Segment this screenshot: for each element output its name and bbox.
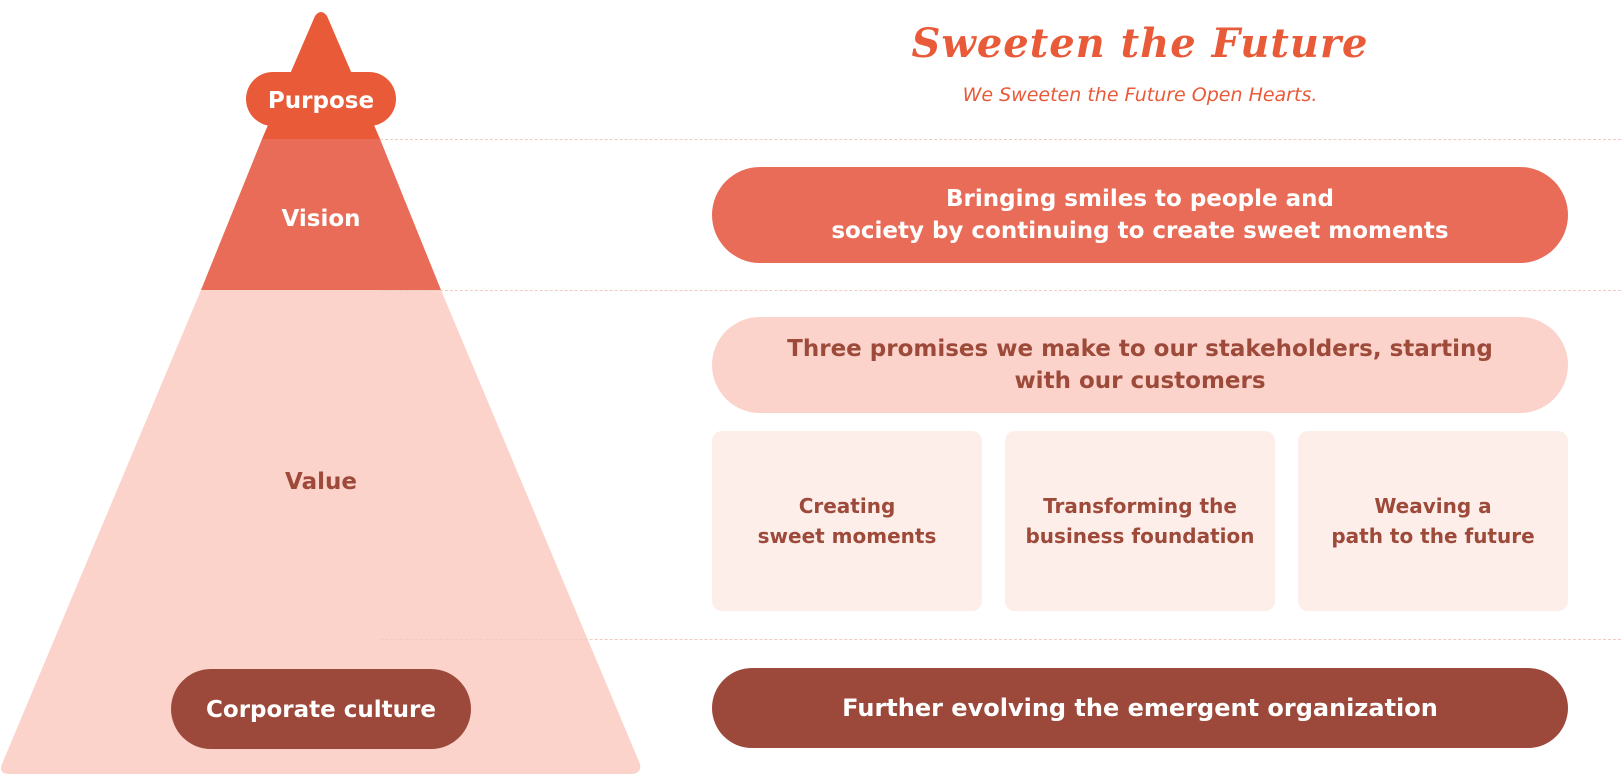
- promise-line-2: business foundation: [1025, 524, 1255, 548]
- pyramid-diagram: Purpose Vision Value Corporate culture: [1, 12, 641, 774]
- value-label: Value: [285, 469, 357, 495]
- vision-label: Vision: [281, 206, 360, 232]
- promise-line-1: Weaving a: [1374, 494, 1492, 518]
- divider-vision: [380, 290, 1621, 291]
- purpose-pill: [246, 72, 396, 126]
- promise-line-1: Creating: [798, 494, 896, 518]
- culture-text: Further evolving the emergent organizati…: [842, 694, 1438, 722]
- promise-line-1: Transforming the: [1043, 494, 1237, 518]
- purpose-label: Purpose: [268, 88, 374, 114]
- divider-purpose: [380, 139, 1621, 140]
- corporate-culture-pill: [171, 669, 471, 749]
- promise-card: Weaving a path to the future: [1298, 431, 1568, 611]
- corporate-culture-label: Corporate culture: [206, 697, 436, 723]
- divider-value: [380, 639, 1621, 640]
- culture-statement: Further evolving the emergent organizati…: [712, 668, 1568, 748]
- vision-statement: Bringing smiles to people and society by…: [712, 167, 1568, 263]
- purpose-subtitle: We Sweeten the Future Open Hearts.: [962, 84, 1318, 106]
- purpose-title: Sweeten the Future: [911, 20, 1369, 67]
- vision-line-1: Bringing smiles to people and: [945, 186, 1334, 212]
- value-line-1: Three promises we make to our stakeholde…: [787, 336, 1493, 362]
- promise-card: Creating sweet moments: [712, 431, 982, 611]
- promise-line-2: sweet moments: [757, 524, 937, 548]
- promise-line-2: path to the future: [1331, 524, 1535, 548]
- value-line-2: with our customers: [1014, 368, 1266, 394]
- vision-line-2: society by continuing to create sweet mo…: [831, 218, 1449, 244]
- pyramid-value-layer: [1, 290, 641, 774]
- pyramid-vision-layer: [201, 139, 441, 290]
- promise-card: Transforming the business foundation: [1005, 431, 1275, 611]
- value-statement: Three promises we make to our stakeholde…: [712, 317, 1568, 413]
